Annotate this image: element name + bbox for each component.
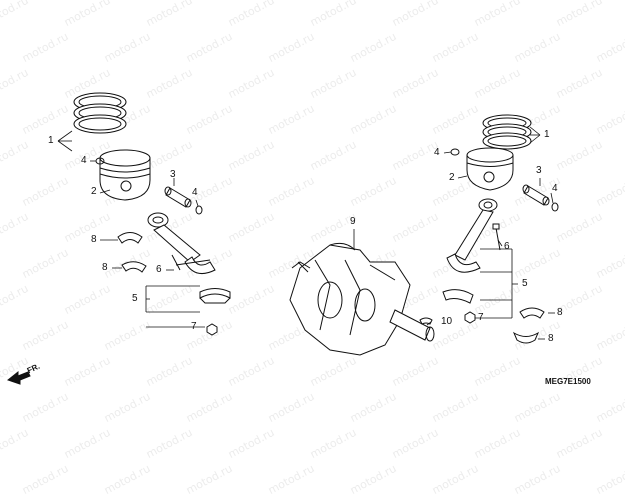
bearing-right-a (519, 307, 545, 319)
circlip-left-pin (195, 205, 203, 215)
connecting-rod-left (147, 212, 216, 275)
parts-diagram (6, 92, 559, 385)
callout-10: 10 (441, 316, 453, 327)
callout-5-right: 5 (522, 278, 528, 289)
bearing-right-b (512, 331, 540, 344)
circlip-right-top (450, 148, 460, 156)
callout-2-left: 2 (91, 186, 97, 197)
callout-2-right: 2 (449, 172, 455, 183)
callout-1-left: 1 (48, 135, 54, 146)
crankshaft (289, 242, 435, 356)
callout-6-left: 6 (156, 264, 162, 275)
bearing-left-a (117, 232, 143, 244)
callout-3-left: 3 (170, 169, 176, 180)
rod-bolt-right (492, 223, 501, 251)
leader-lines-right (443, 126, 555, 340)
callout-4b-left: 4 (192, 187, 198, 198)
callout-3-right: 3 (536, 165, 542, 176)
callout-5-left: 5 (132, 293, 138, 304)
nut-right (464, 311, 476, 324)
piston-left (99, 149, 151, 201)
piston-pin-left (164, 186, 192, 208)
piston-right (466, 147, 514, 191)
callout-7-left: 7 (191, 321, 197, 332)
callout-1-right: 1 (544, 129, 550, 140)
callout-7-right: 7 (478, 312, 484, 323)
callout-6-right: 6 (504, 241, 510, 252)
piston-rings-left (73, 92, 127, 134)
rod-cap-right (442, 289, 474, 304)
callout-9: 9 (350, 216, 356, 227)
leader-lines-center (353, 229, 432, 326)
circlip-right-pin (551, 202, 559, 212)
callout-8a-left: 8 (91, 234, 97, 245)
woodruff-key (419, 317, 433, 325)
leader-lines-left (57, 130, 205, 328)
piston-rings-right (482, 114, 532, 150)
rod-cap-left (199, 288, 231, 304)
bearing-left-b (121, 261, 147, 273)
callout-8b-right: 8 (548, 333, 554, 344)
callout-8a-right: 8 (557, 307, 563, 318)
diagram-code: MEG7E1500 (545, 377, 591, 386)
callout-8b-left: 8 (102, 262, 108, 273)
connecting-rod-right (446, 198, 498, 273)
piston-pin-right (522, 184, 550, 206)
nut-left (206, 323, 218, 336)
callout-4-left: 4 (81, 155, 87, 166)
callout-4-right: 4 (434, 147, 440, 158)
front-arrow-icon (6, 370, 31, 385)
callout-4b-right: 4 (552, 183, 558, 194)
